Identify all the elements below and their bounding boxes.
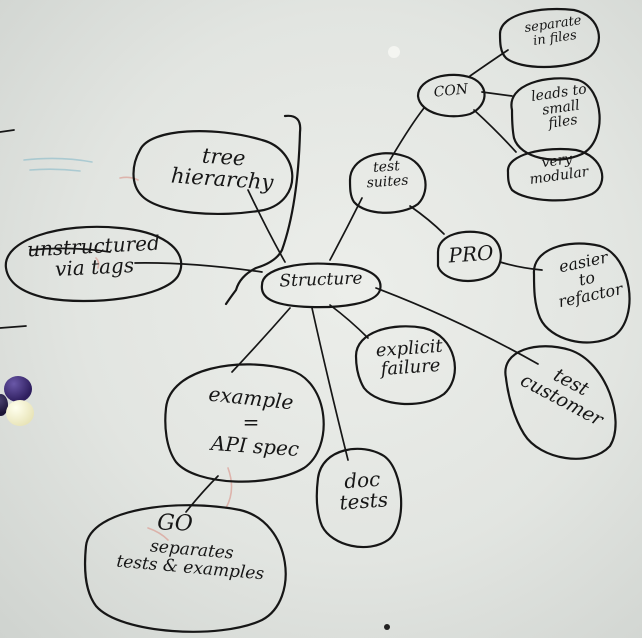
connector (481, 91, 513, 97)
underline-stroke (29, 247, 111, 253)
unstructured-label: unstructured via tags (26, 230, 161, 282)
doc-tests-label: doc tests (338, 466, 389, 515)
connector (329, 304, 369, 339)
connector (375, 287, 539, 365)
tree-hierarchy-ellipse (132, 130, 294, 216)
explicit-failure-label: explicit failure (375, 335, 444, 380)
ghost-mark (225, 467, 233, 509)
explicit-failure-ellipse (354, 325, 456, 406)
connector (134, 262, 263, 273)
modular-ellipse (506, 147, 604, 202)
ghost-mark (95, 257, 100, 269)
purple-magnet (4, 376, 32, 402)
go-ellipse (83, 504, 287, 633)
separate-files-ellipse (498, 7, 600, 69)
con-ellipse (416, 73, 486, 118)
connector (329, 197, 363, 261)
bracket-stroke (224, 114, 302, 306)
connector (311, 307, 349, 461)
connector (499, 261, 543, 271)
connector (469, 49, 509, 77)
unstructured-ellipse (4, 225, 183, 303)
connector (247, 189, 286, 263)
edge-dash (0, 129, 15, 133)
connector (409, 205, 445, 235)
structure-ellipse (260, 262, 382, 309)
dark-magnet (0, 394, 8, 416)
ghost-mark (147, 527, 169, 541)
test-suites-label: test suites (366, 158, 409, 192)
ink-dot (384, 624, 390, 630)
easier-refactor-ellipse (532, 242, 631, 344)
ghost-mark (29, 168, 81, 172)
cream-magnet (6, 400, 34, 426)
edge-dash (0, 325, 27, 329)
small-files-ellipse (510, 77, 601, 161)
go-label: GO (156, 510, 194, 537)
connector (389, 107, 425, 161)
doc-tests-ellipse (315, 447, 403, 549)
ghost-mark (119, 176, 139, 181)
test-suites-ellipse (348, 152, 427, 214)
equals-label: = (242, 410, 260, 434)
ghost-mark (23, 157, 93, 163)
pro-ellipse (436, 230, 502, 283)
test-customer-ellipse (504, 345, 617, 460)
board-dot (388, 46, 400, 58)
tree-hierarchy-label: tree hierarchy (170, 143, 275, 195)
pro-label: PRO (447, 240, 495, 268)
connector (231, 307, 291, 373)
connector (473, 109, 517, 153)
example-api-ellipse (164, 363, 325, 483)
